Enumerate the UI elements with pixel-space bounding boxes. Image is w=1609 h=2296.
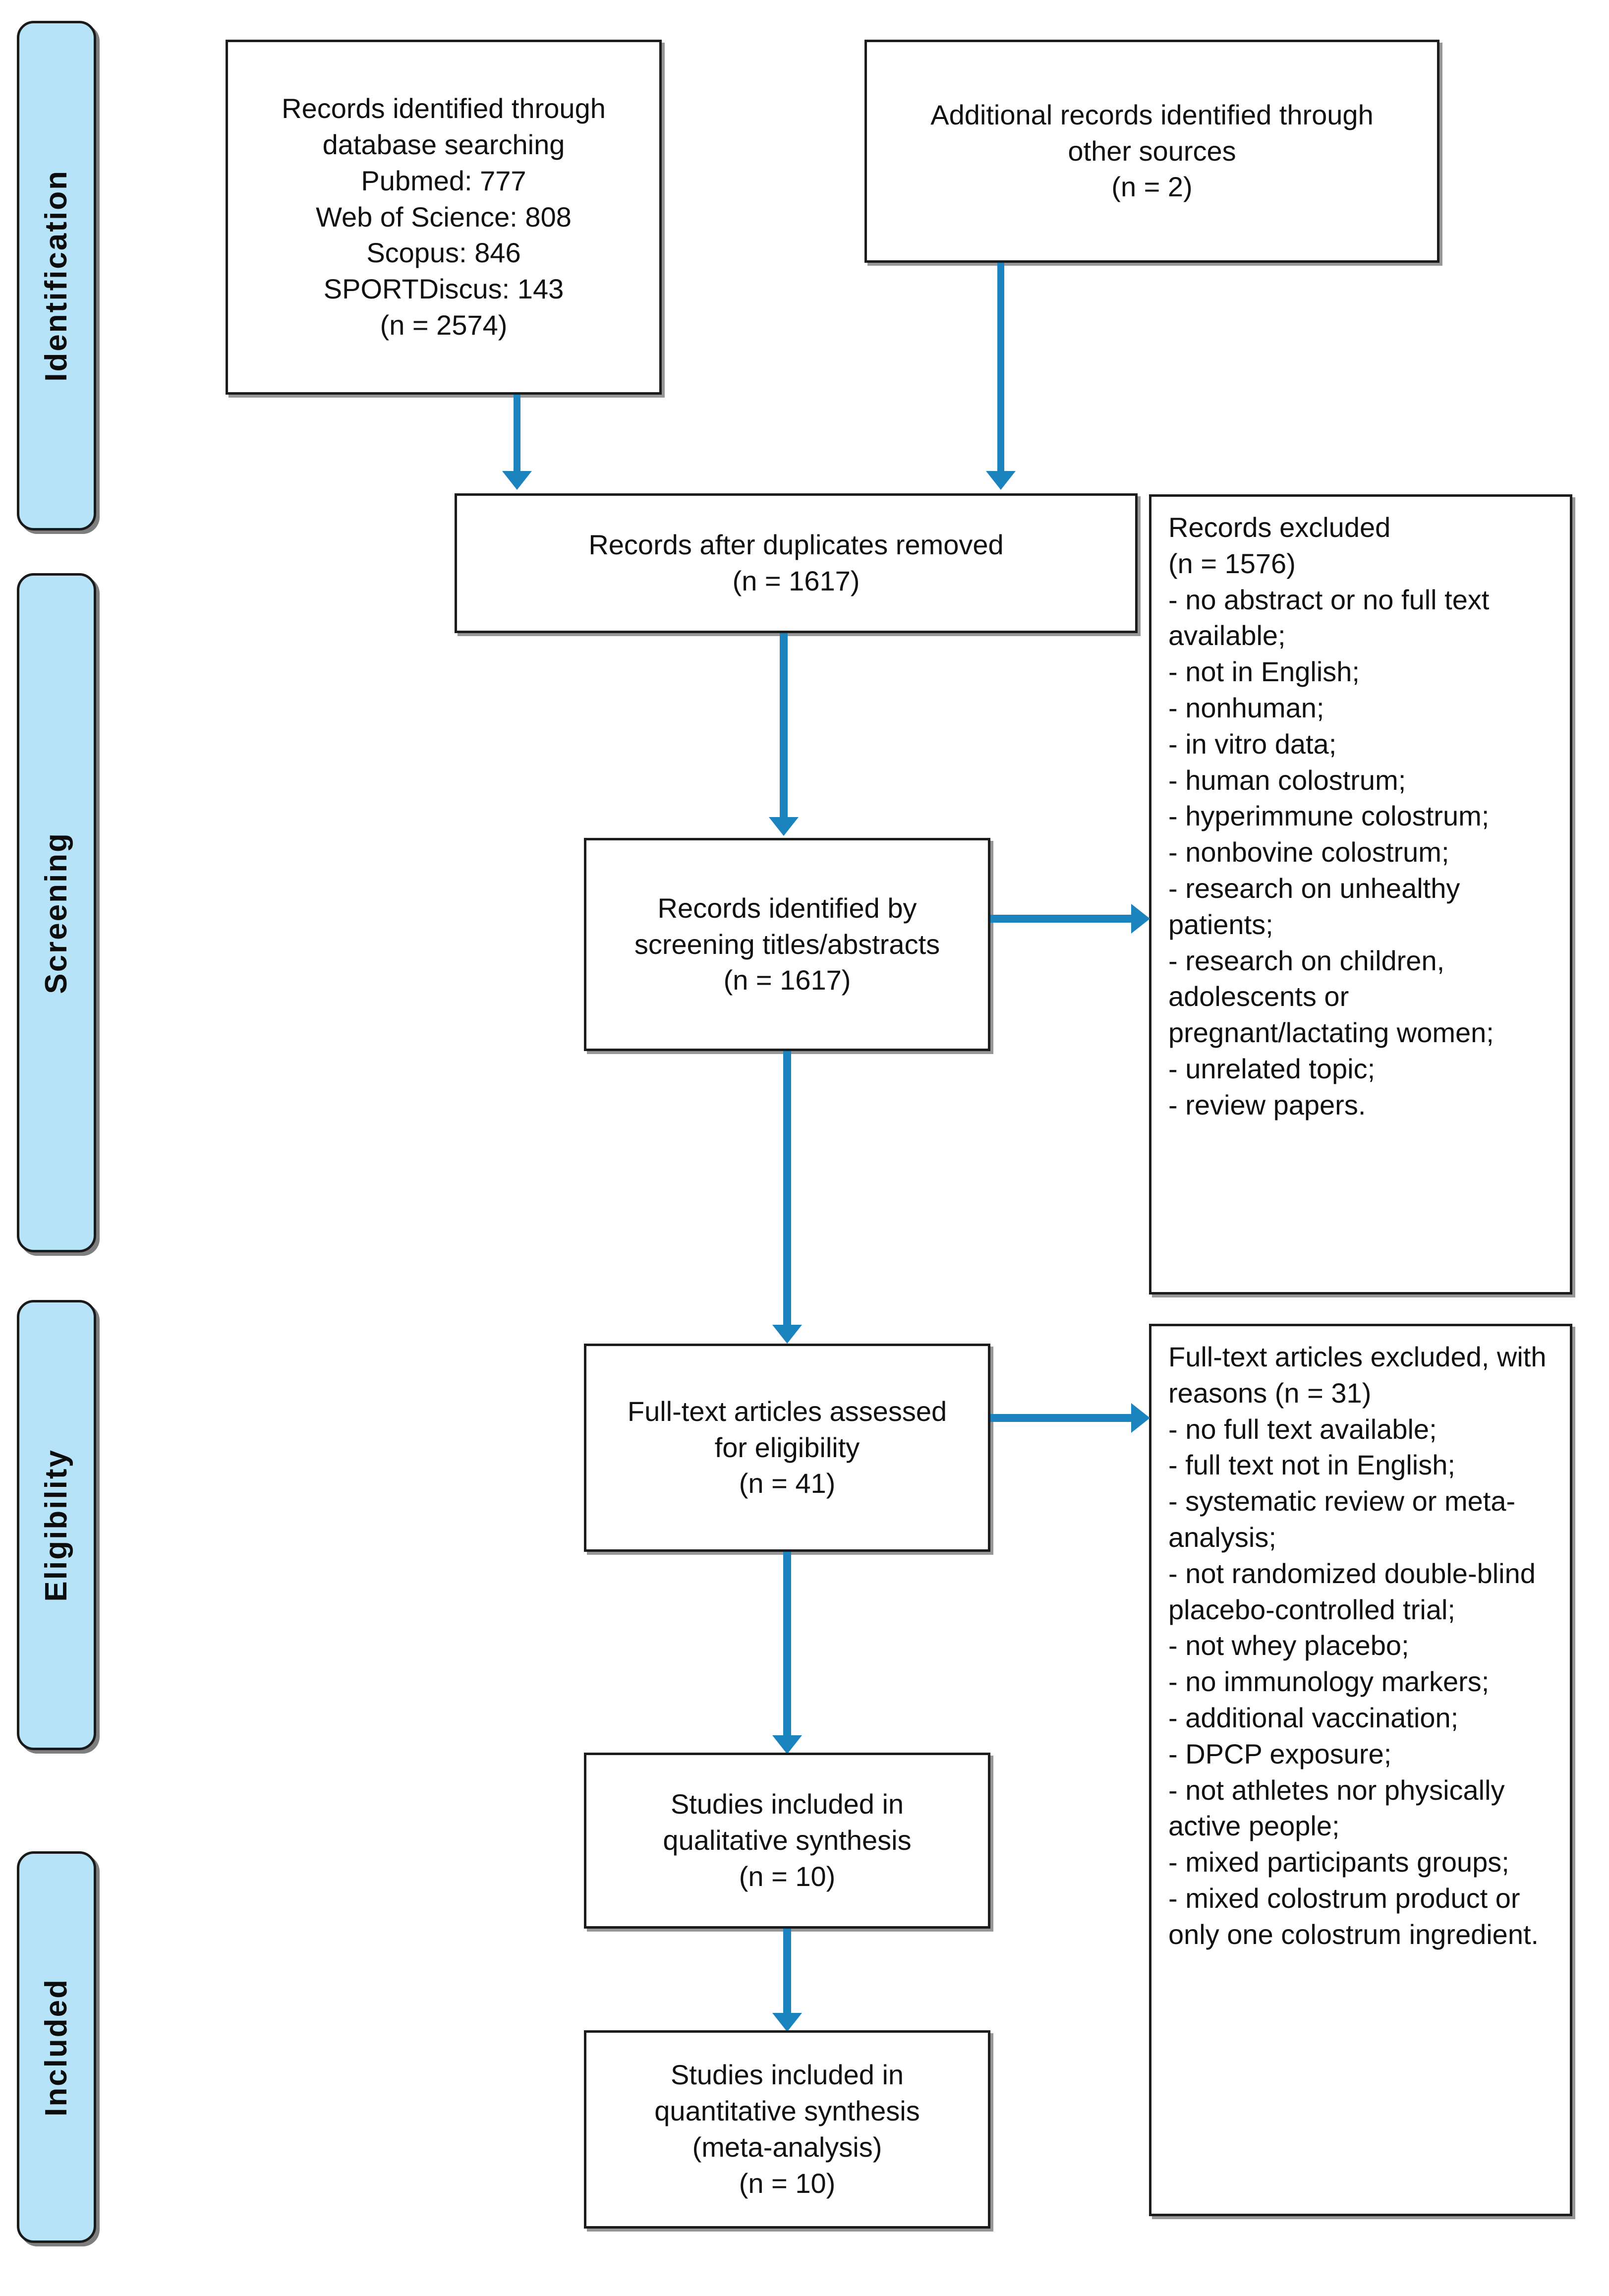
- arrowhead-screening-to-fulltext: [772, 1325, 802, 1344]
- box-records-database-searching: Records identified through database sear…: [226, 40, 662, 395]
- connector-db-search-to-duplicates: [514, 395, 520, 474]
- box-studies-qualitative-synthesis-text: Studies included in qualitative synthesi…: [663, 1788, 912, 1892]
- stage-tab-screening-label: Screening: [39, 831, 73, 994]
- arrowhead-db-search-to-duplicates: [502, 471, 532, 490]
- connector-duplicates-to-screening: [780, 633, 788, 822]
- box-records-identified-by-screening: Records identified by screening titles/a…: [584, 838, 990, 1051]
- connector-fulltext-to-fulltext-excluded: [990, 1414, 1133, 1422]
- arrowhead-other-sources-to-duplicates: [986, 471, 1016, 490]
- box-fulltext-articles-excluded: Full-text articles excluded, with reason…: [1149, 1324, 1572, 2216]
- connector-other-sources-to-duplicates: [997, 263, 1004, 474]
- stage-tab-identification: Identification: [17, 21, 96, 530]
- stage-tab-included: Included: [17, 1851, 96, 2243]
- stage-tab-identification-label: Identification: [39, 170, 73, 382]
- arrowhead-screening-to-records-excluded: [1131, 904, 1150, 934]
- box-studies-quantitative-synthesis-text: Studies included in quantitative synthes…: [654, 2059, 920, 2199]
- box-additional-records-other-sources: Additional records identified through ot…: [864, 40, 1439, 263]
- box-fulltext-articles-assessed-text: Full-text articles assessed for eligibil…: [627, 1395, 947, 1499]
- arrowhead-qualitative-to-quantitative: [772, 2013, 802, 2032]
- stage-tab-screening: Screening: [17, 573, 96, 1252]
- box-studies-qualitative-synthesis: Studies included in qualitative synthesi…: [584, 1753, 990, 1929]
- stage-tab-eligibility: Eligibility: [17, 1300, 96, 1750]
- arrowhead-fulltext-to-fulltext-excluded: [1131, 1403, 1150, 1433]
- stage-tab-eligibility-label: Eligibility: [39, 1448, 73, 1602]
- box-records-after-duplicates-removed-text: Records after duplicates removed (n = 16…: [588, 529, 1004, 596]
- box-studies-quantitative-synthesis: Studies included in quantitative synthes…: [584, 2030, 990, 2229]
- box-records-database-searching-text: Records identified through database sear…: [282, 93, 606, 341]
- box-records-after-duplicates-removed: Records after duplicates removed (n = 16…: [455, 493, 1138, 633]
- arrowhead-duplicates-to-screening: [769, 817, 799, 836]
- box-additional-records-other-sources-text: Additional records identified through ot…: [930, 99, 1374, 203]
- box-fulltext-articles-assessed: Full-text articles assessed for eligibil…: [584, 1344, 990, 1552]
- connector-screening-to-records-excluded: [990, 915, 1133, 923]
- box-records-identified-by-screening-text: Records identified by screening titles/a…: [634, 892, 940, 996]
- box-records-excluded-text: Records excluded (n = 1576) - no abstrac…: [1168, 512, 1494, 1120]
- connector-fulltext-to-qualitative: [783, 1552, 791, 1740]
- arrowhead-fulltext-to-qualitative: [772, 1735, 802, 1754]
- box-fulltext-articles-excluded-text: Full-text articles excluded, with reason…: [1168, 1341, 1547, 1950]
- connector-qualitative-to-quantitative: [783, 1929, 791, 2018]
- connector-screening-to-fulltext: [783, 1051, 791, 1329]
- stage-tab-included-label: Included: [39, 1978, 73, 2117]
- box-records-excluded: Records excluded (n = 1576) - no abstrac…: [1149, 494, 1572, 1295]
